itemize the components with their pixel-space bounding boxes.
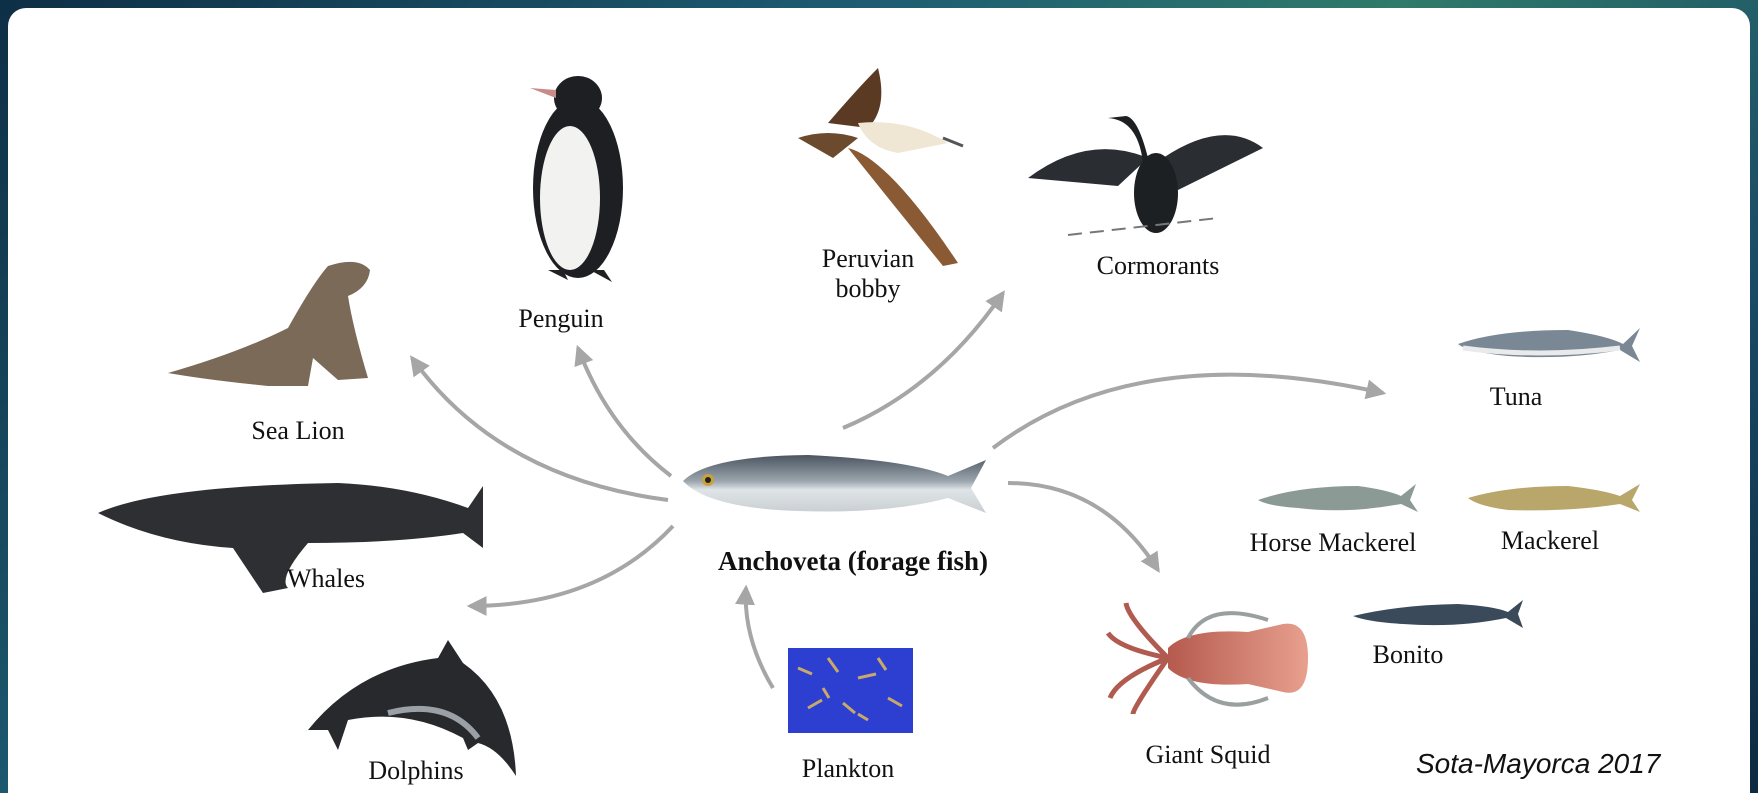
bobby-illustration [798,68,963,266]
anchoveta-illustration [683,455,986,513]
label-giant-squid: Giant Squid [1146,740,1271,770]
horse-mackerel-illustration [1258,484,1418,512]
food-web-diagram [8,8,1750,793]
mackerel-illustration [1468,484,1640,512]
arrow-to-bobby [843,293,1003,428]
arrow-from-plankton [746,588,773,688]
plankton-illustration [788,648,913,733]
credit-text: Sota-Mayorca 2017 [1416,748,1660,780]
label-mackerel: Mackerel [1501,526,1599,556]
tuna-illustration [1458,328,1640,362]
arrow-to-dolphins [470,526,673,606]
label-penguin: Penguin [518,304,603,334]
label-plankton: Plankton [802,754,894,784]
label-cormorants: Cormorants [1097,251,1220,281]
label-sea-lion: Sea Lion [251,416,344,446]
penguin-illustration [530,76,623,282]
label-horse-mackerel: Horse Mackerel [1250,528,1417,558]
bonito-illustration [1353,600,1523,628]
cormorant-illustration [1028,116,1263,235]
arrow-to-sea-lion [412,358,668,500]
giant-squid-illustration [1108,603,1308,714]
label-whales: Whales [287,564,365,594]
label-peruvian-bobby: Peruvian bobby [822,244,914,304]
diagram-panel: Penguin Peruvian bobby Cormorants Sea Li… [8,8,1750,793]
label-tuna: Tuna [1490,382,1543,412]
arrow-to-giant-squid [1008,483,1158,570]
arrow-to-penguin [578,348,671,476]
label-anchoveta: Anchoveta (forage fish) [718,546,988,576]
label-dolphins: Dolphins [368,756,463,786]
label-bonito: Bonito [1373,640,1444,670]
sea-lion-illustration [168,262,370,386]
arrow-to-tuna [993,375,1383,448]
